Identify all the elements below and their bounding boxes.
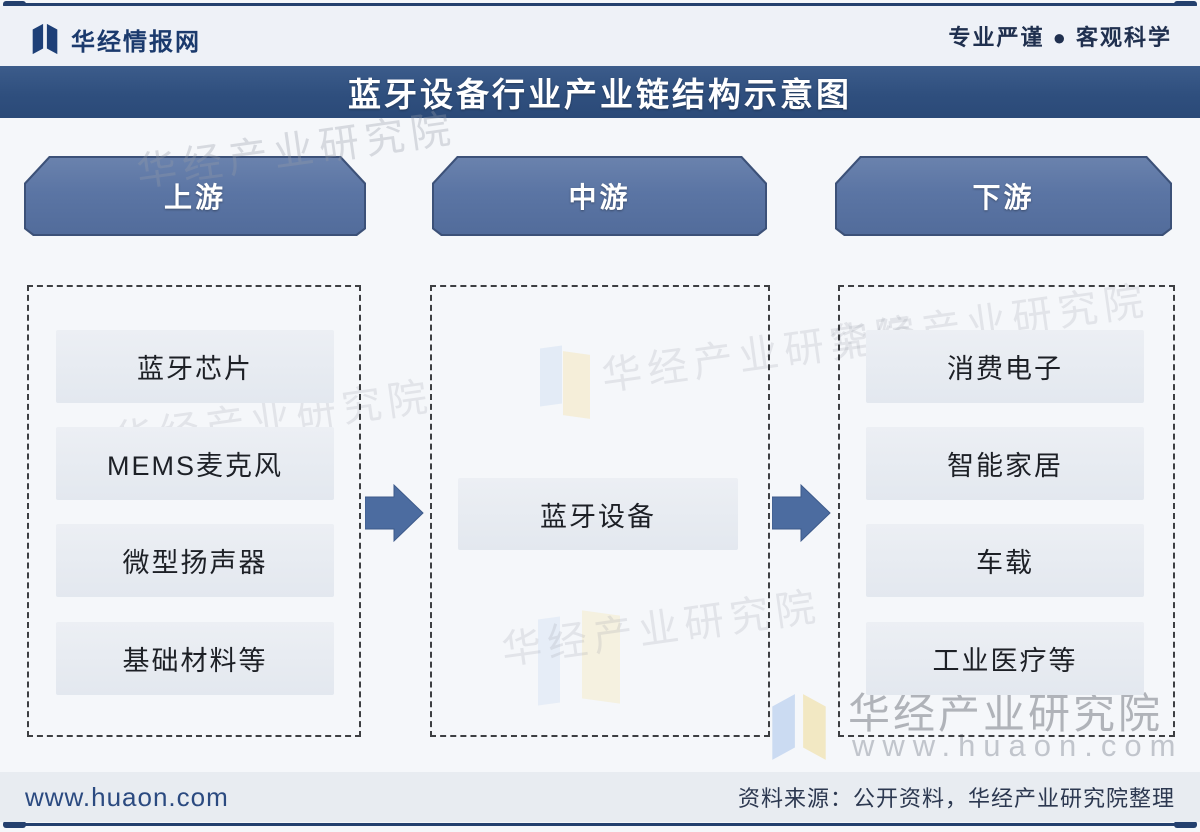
top-border-cap-right [1174, 1, 1197, 8]
logo-text: 华经情报网 [71, 28, 201, 56]
column-header-upstream-label: 上游 [163, 182, 226, 213]
footer-source: 资料来源：公开资料，华经产业研究院整理 [737, 786, 1175, 811]
header: 华经情报网 专业严谨 ● 客观科学 [0, 6, 1200, 66]
title-bar: 蓝牙设备行业产业链结构示意图 [0, 66, 1200, 118]
header-slogan: 专业严谨 ● 客观科学 [948, 25, 1172, 50]
logo: 华经情报网 [30, 21, 201, 57]
top-border-cap-left [3, 1, 26, 8]
top-border-line [5, 3, 1195, 6]
upstream-item: 蓝牙芯片 [56, 330, 334, 403]
arrow-right-icon [365, 483, 424, 543]
downstream-item: 消费电子 [866, 330, 1144, 403]
column-header-upstream-inner: 上游 [26, 158, 364, 234]
bottom-border-cap-right [1174, 821, 1197, 828]
downstream-item: 车载 [866, 524, 1144, 597]
footer-website: www.huaon.com [25, 781, 229, 812]
upstream-item: MEMS麦克风 [56, 427, 334, 500]
downstream-panel [838, 285, 1175, 737]
upstream-panel [27, 285, 361, 737]
page-title: 蓝牙设备行业产业链结构示意图 [348, 76, 852, 113]
column-header-midstream-label: 中游 [568, 182, 631, 213]
column-header-downstream-inner: 下游 [837, 158, 1170, 234]
logo-icon [32, 23, 58, 55]
midstream-panel [430, 285, 770, 737]
footer: www.huaon.com 资料来源：公开资料，华经产业研究院整理 [0, 772, 1200, 822]
watermark-logo-icon [772, 694, 826, 760]
column-header-downstream: 下游 [835, 156, 1172, 236]
arrow-right-icon [772, 483, 831, 543]
downstream-item: 工业医疗等 [866, 622, 1144, 695]
upstream-item: 基础材料等 [56, 622, 334, 695]
downstream-item: 智能家居 [866, 427, 1144, 500]
bottom-border-line [5, 823, 1195, 826]
midstream-item: 蓝牙设备 [458, 478, 738, 550]
upstream-item: 微型扬声器 [56, 524, 334, 597]
bottom-border-cap-left [3, 821, 26, 828]
column-header-midstream: 中游 [432, 156, 767, 236]
column-header-downstream-label: 下游 [972, 182, 1035, 213]
column-header-upstream: 上游 [24, 156, 366, 236]
column-header-midstream-inner: 中游 [434, 158, 765, 234]
